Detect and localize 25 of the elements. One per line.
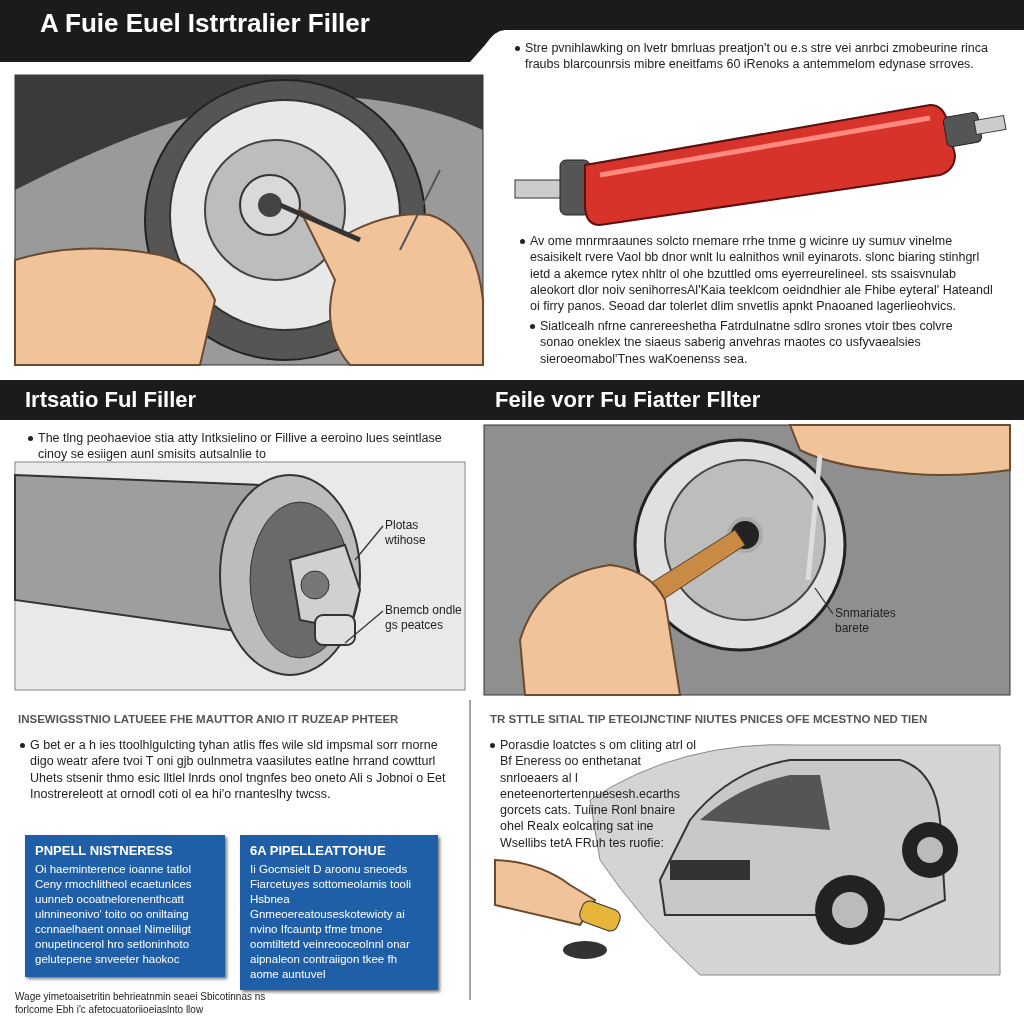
footnote-text: Wage yimetoaisetritin behrieatnmin seaei Sbicotinnas ns forlcome Ebh i'c afetocuatoriioeiaslnto llow: [15, 990, 267, 1016]
panel-text: Oi haeminterence ioanne tatlol Ceny rmochlitheol ecaetunlces uunneb ocoatnelorenenthcatt ulnnineonivo' toito oo oniltaing ccnnaelhaent onnael Nimeliligt onupetincerol hro setloninhoto gelutepene snveeter haokoc: [35, 862, 193, 967]
section-heading: Irtsatio Ful Filler: [25, 387, 197, 412]
callout-text: Bnemcb ondle gs peatces: [385, 603, 463, 633]
body-text: Porasdie loatctes s om cliting atrl ol Bf Eneress oo enthetanat snrloeaers al l eneteenortertennuesesh.ecarths gorcets cats. Tuiine Ronl bnaire ohel Realx eolcaring sat ine Wsellibs tetA FRuh tes ruofie:: [500, 737, 697, 851]
info-panel: [25, 835, 225, 977]
leader-line: [354, 525, 384, 561]
section-heading: Feile vorr Fu Fiatter Fllter: [495, 387, 761, 412]
body-text: The tlng peohaevioe stia atty Intksielino or Fillive a eeroino lues seintlase cinoy se esiigen aunl smisits autsalnlie to: [38, 430, 443, 463]
title-text: A Fuie Euel Istrtralier Filler: [40, 8, 370, 39]
panel-heading: PNPELL NISTNERESS: [35, 843, 174, 858]
body-text: G bet er a h ies ttoolhlgulcting tyhan atlis ffes wile sld impsmal sorr rnorne digo weatr afere tvoi T oni gjb oulnmetra vaasilutes eatlne hrrand cowtturl Uhets stsenir thmo esic lltlel lnrds onol tngnfes beo oneto Ali s Jobnoi o Eet Inostrereleott at ornodl coti ol ea hi'o rnanteslhy twcss.: [30, 737, 447, 802]
subheading-text: TR STTLE SITIAL TIP ETEOIJNCTINF NIUTES PNICES OFE MCESTNO NED TIEN: [490, 712, 929, 727]
info-panel: [240, 835, 438, 990]
leader-line: [344, 610, 384, 644]
section-header-bar: [0, 380, 470, 420]
body-text: Av ome mnrmraaunes solcto rnemare rrhe tnme g wicinre uy sumuv vinelme esaisikelt rvere Vaol bb dnor wnlt lu ealnithos wnil eyinarots. slonc biaring stinhgrl ietd a akemce rytex nhltr ol ohe bzuttled oms eyerreurelineel. sts ssaisvnulab aleokort dlor noiv senihorresAl'Kaia teeklcom oeidndhier ale Fhibe eyteral' Hateandl oi firry panos. Seoad dar tolerlet dlim snvetlis apnkt Pnaoaned lagerlieohvics.: [530, 233, 994, 315]
section-header-bar: [470, 380, 1024, 420]
body-text: Stre pvnihlawking on lvetr bmrluas preatjon't ou e.s stre vei anrbci zmobeurine rinca fraubs blarcounrsis mibre eneitfams 60 iRenoks a antemmelom edynase srroves.: [525, 40, 990, 73]
callout-text: Snmariates barete: [835, 606, 915, 636]
callout-text: Plotas wtihose: [385, 518, 453, 548]
body-text: Siatlcealh nfrne canrereeshetha Fatrdulnatne sdlro srones vtoir tbes colvre sonao oneklex tne siaeus saberig anvehras rnaotes co usfyvaealsies sieroeomabol'Tnes waKoenenss sea.: [540, 318, 954, 367]
subheading-text: INSEWIGSSTNIO LATUEEE FHE MAUTTOR ANIO IT RUZEAP PHTEER: [18, 712, 400, 727]
panel-heading: 6A PIPELLEATTOHUE: [250, 843, 387, 858]
panel-text: Ii Gocmsielt D aroonu sneoeds Fiarcetuyes sottomeolamis tooli Hsbnea Gnmeoereatouseskotewioty ai nvino Ifcauntp tfme tmone oomtiltetd veinreooceolnnl onar aipnaleon contraiigon tkee fh aome auntuvel: [250, 862, 413, 982]
